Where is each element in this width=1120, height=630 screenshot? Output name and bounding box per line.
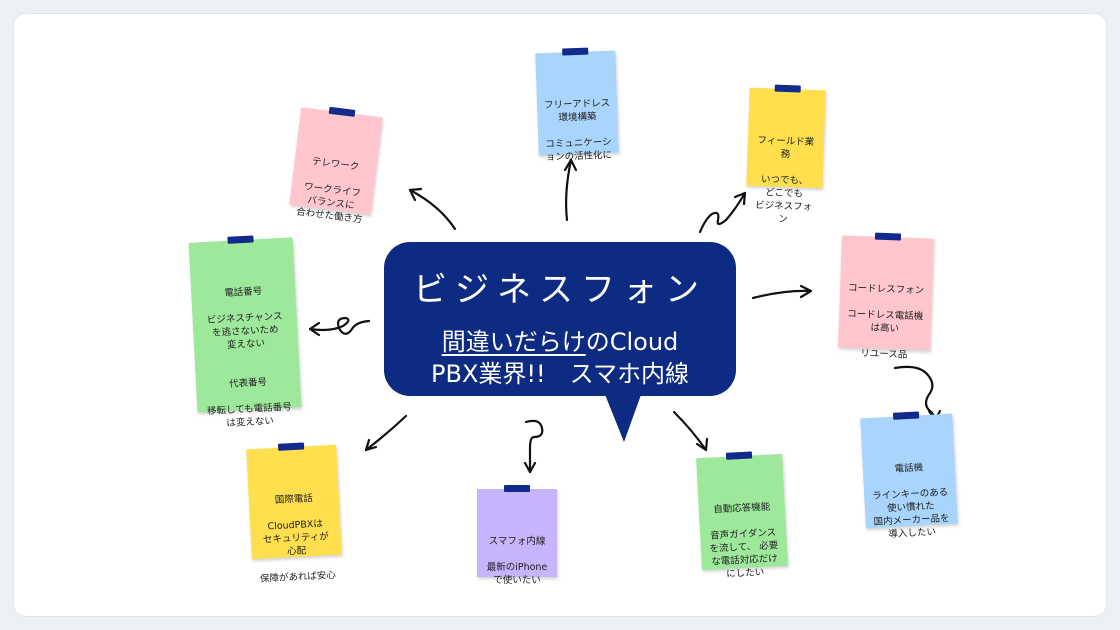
tape-icon bbox=[774, 84, 801, 93]
sticky-note-phone-number: 電話番号 ビジネスチャンス を逃さないため 変えない 代表番号 移転しても電話番… bbox=[188, 235, 302, 429]
sticky-note-field-work: フィールド業務 いつでも、 どこでも ビジネスフォン bbox=[746, 84, 826, 225]
note-text: 電話番号 ビジネスチャンス を逃さないため 変えない 代表番号 移転しても電話番… bbox=[206, 286, 293, 430]
tape-icon bbox=[892, 411, 920, 420]
sticky-note-cordless: コードレスフォン コードレス電話機 は高い リユース品 bbox=[838, 232, 934, 361]
note-text: フリーアドレス 環境構築 コミュニケーシ ョンの活性化に bbox=[543, 97, 613, 164]
tape-icon bbox=[277, 442, 305, 451]
note-text: 自動応答機能 音声ガイダンス を流して、 必要 な電話対応だけ にしたい bbox=[709, 501, 779, 580]
tape-icon bbox=[227, 235, 254, 244]
bubble-headline-line2: PBX業界!! スマホ内線 bbox=[431, 360, 689, 388]
note-text: スマフォ内線 最新のiPhone で使いたい bbox=[486, 536, 548, 586]
sticky-note-smartphone: スマフォ内線 最新のiPhone で使いたい bbox=[477, 485, 557, 586]
note-text: 国際電話 CloudPBXは セキュリティが 心配 保障があれば安心 bbox=[259, 493, 337, 585]
tape-icon bbox=[562, 47, 589, 56]
sticky-note-free-address: フリーアドレス 環境構築 コミュニケーシ ョンの活性化に bbox=[535, 47, 619, 163]
central-speech-bubble: ビジネスフォン 間違いだらけのCloud PBX業界!! スマホ内線 bbox=[384, 242, 736, 444]
sticky-note-phone-device: 電話機 ラインキーのある 使い慣れた 国内メーカー品を 導入したい bbox=[860, 411, 958, 540]
tape-icon bbox=[874, 232, 902, 241]
speech-bubble-shape bbox=[384, 242, 736, 442]
note-text: テレワーク ワークライフ バランスに 合わせた働き方 bbox=[295, 156, 363, 226]
sticky-note-telework: テレワーク ワークライフ バランスに 合わせた働き方 bbox=[289, 106, 383, 226]
tape-icon bbox=[504, 485, 530, 492]
note-text: コードレスフォン コードレス電話機 は高い リユース品 bbox=[847, 282, 925, 361]
bubble-line1-rest: のCloud bbox=[585, 328, 679, 356]
bubble-underlined-text: 間違いだらけ bbox=[441, 328, 586, 356]
bubble-title: ビジネスフォン bbox=[413, 270, 707, 310]
note-text: フィールド業務 いつでも、 どこでも ビジネスフォン bbox=[754, 135, 815, 226]
bubble-headline-line1: 間違いだらけのCloud bbox=[384, 322, 736, 357]
sticky-note-international: 国際電話 CloudPBXは セキュリティが 心配 保障があれば安心 bbox=[246, 442, 342, 585]
tape-icon bbox=[725, 451, 753, 460]
note-text: 電話機 ラインキーのある 使い慣れた 国内メーカー品を 導入したい bbox=[871, 462, 950, 541]
sticky-note-ivr: 自動応答機能 音声ガイダンス を流して、 必要 な電話対応だけ にしたい bbox=[696, 451, 788, 580]
